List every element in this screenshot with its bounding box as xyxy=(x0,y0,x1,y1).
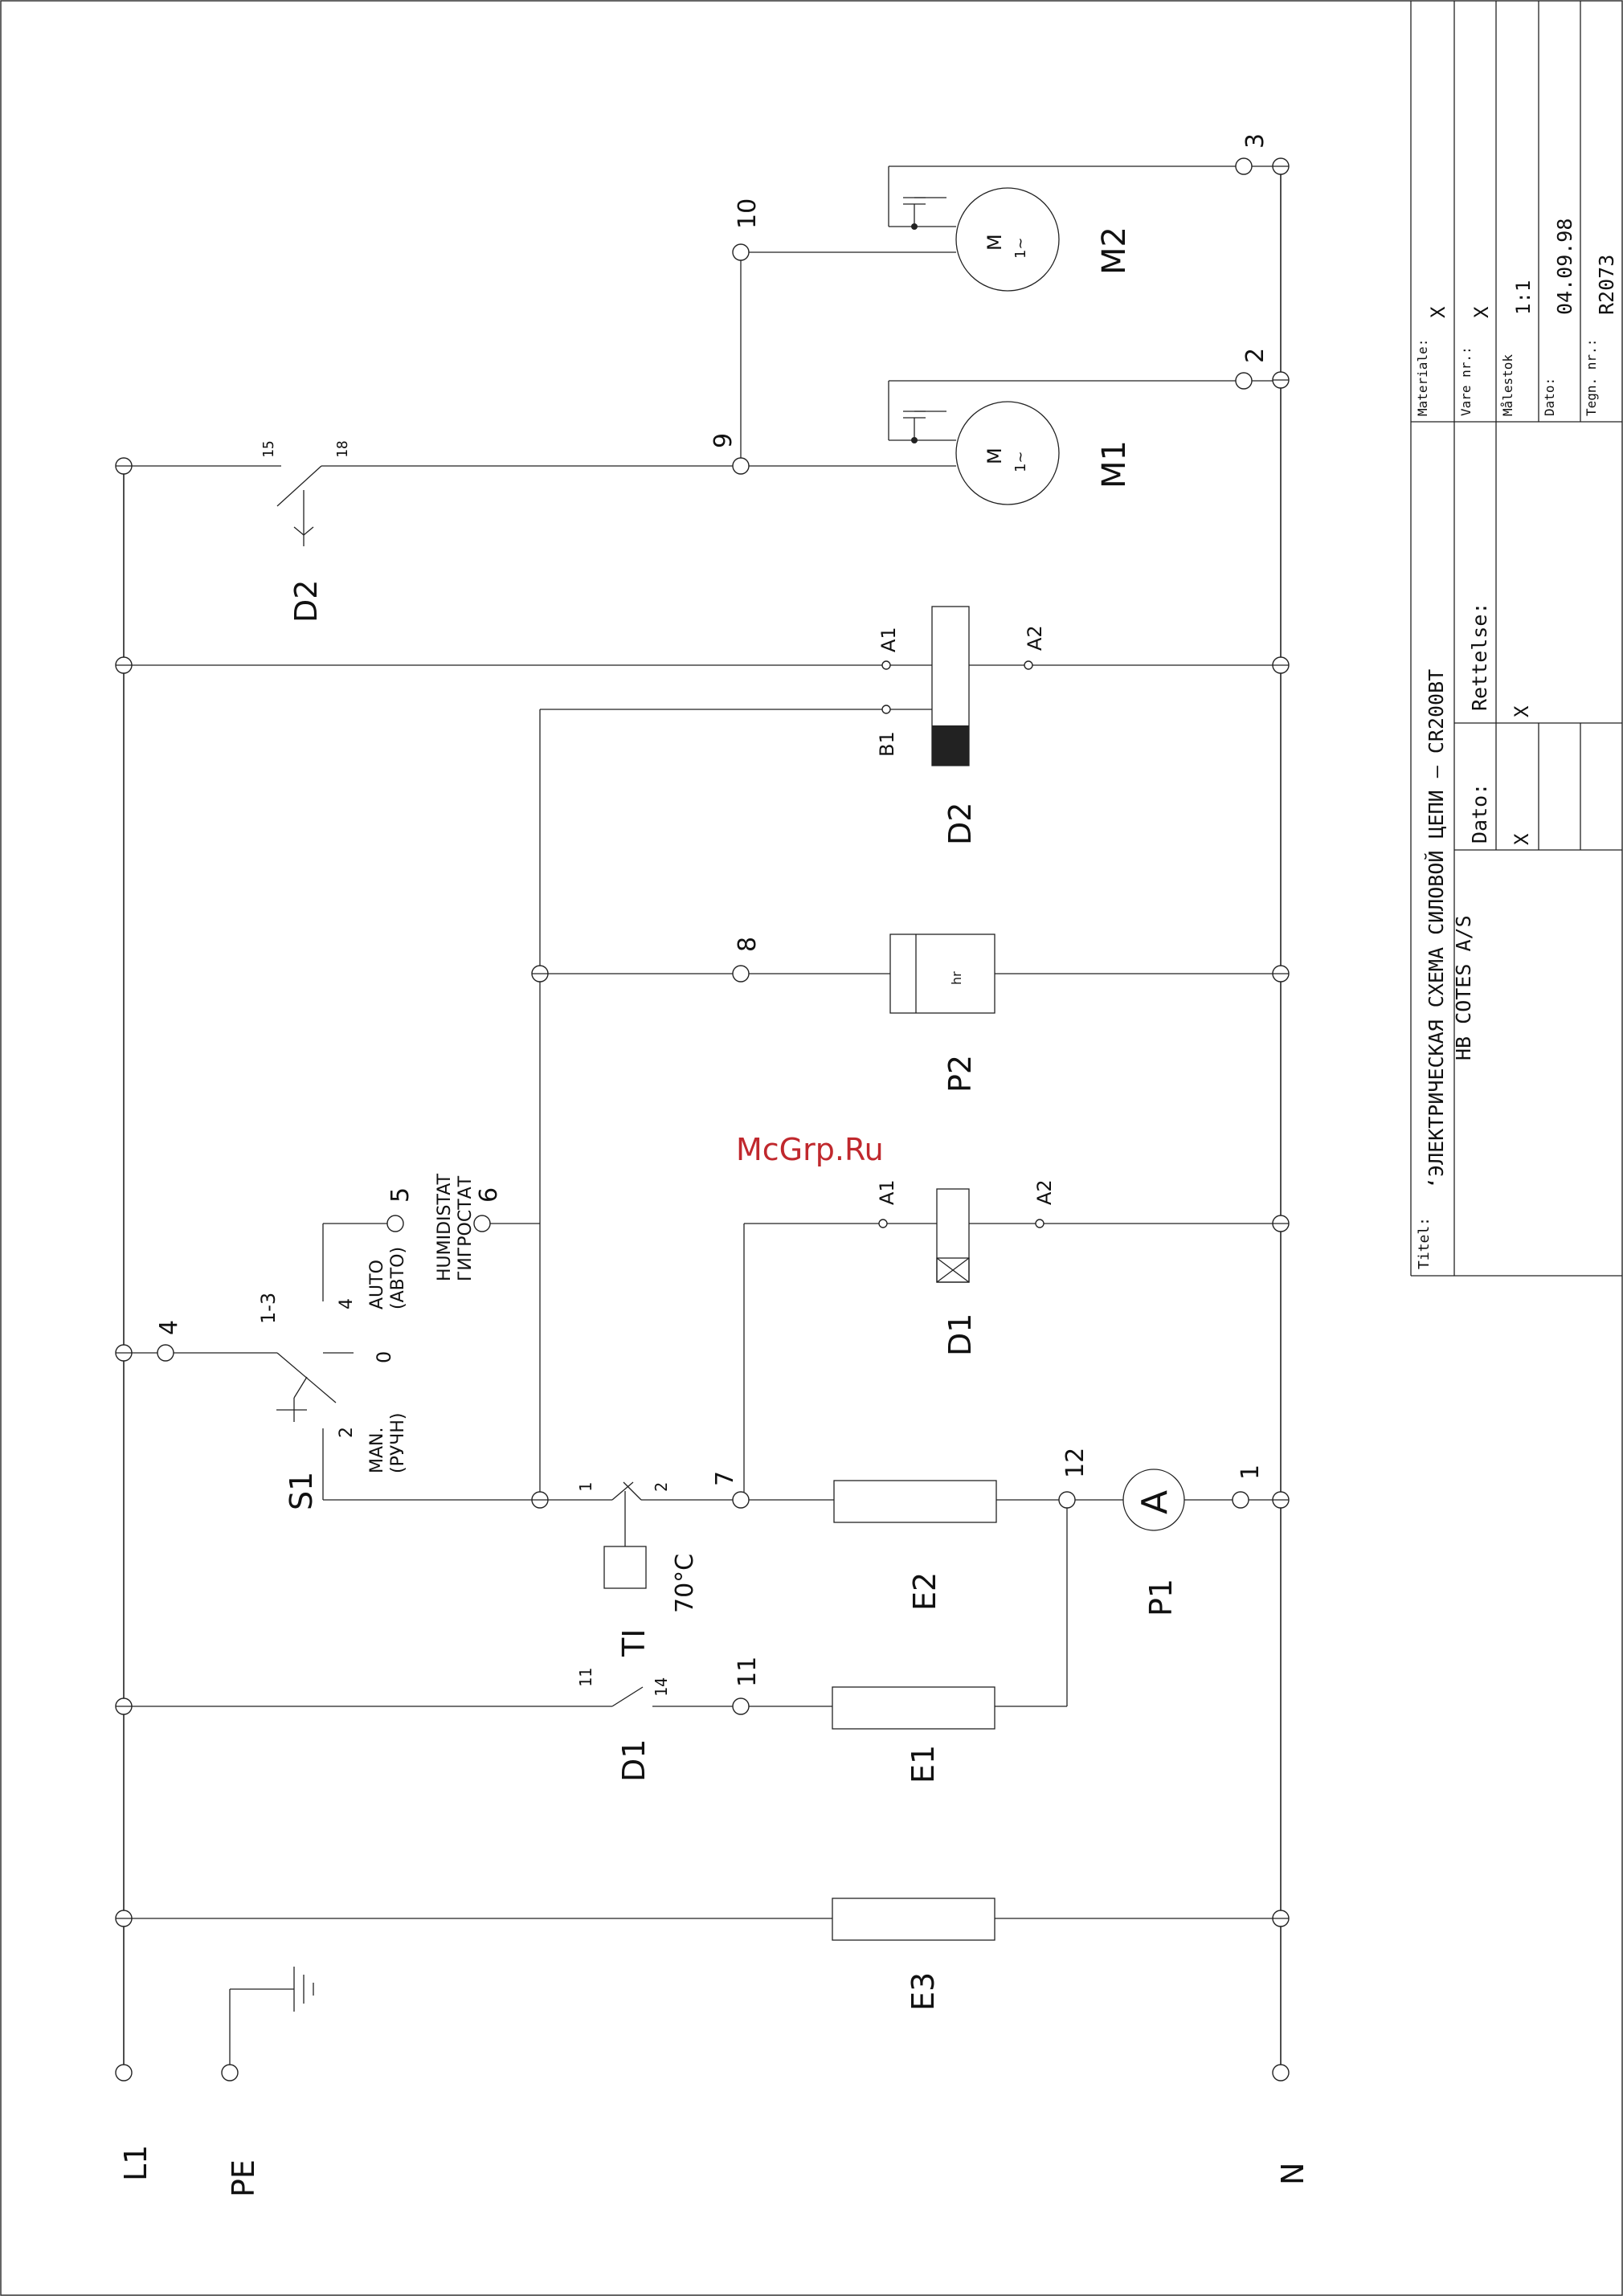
motor-m2-symbol: M xyxy=(983,234,1006,251)
rettelse-value: X xyxy=(1511,705,1533,717)
heater-e2-branch xyxy=(749,1480,1123,1523)
terminal-2-label: 2 xyxy=(1241,348,1269,363)
terminal-5-label: 5 xyxy=(386,1187,415,1203)
rail-n xyxy=(1272,166,1290,2082)
s1-pos-auto-en: AUTO xyxy=(367,1260,387,1309)
malestok-label: Målestok xyxy=(1500,354,1515,416)
humidistat-label-en: HUMIDISTAT xyxy=(435,1173,455,1281)
label-pe: PE xyxy=(226,2159,261,2197)
rettelse-label: Rettelse: xyxy=(1468,603,1491,711)
p1-name: P1 xyxy=(1143,1579,1179,1616)
watermark: McGrp.Ru xyxy=(736,1132,884,1167)
humidistat-label-ru: ГИГРОСТАТ xyxy=(456,1175,476,1281)
d1-contact-out-label: 14 xyxy=(652,1677,671,1697)
rail-l1 xyxy=(115,466,133,2082)
relay-d1-coil xyxy=(743,1188,1273,1492)
motor-m2-name: M2 xyxy=(1096,227,1133,275)
humidistat xyxy=(473,1215,540,1232)
terminal-6-label: 6 xyxy=(475,1187,503,1203)
d2-contact-out-label: 18 xyxy=(334,440,351,458)
motor-m1-symbol: M xyxy=(983,447,1006,464)
motor-m1 xyxy=(888,372,1273,505)
ammeter-p1 xyxy=(1122,1469,1273,1531)
heater-e3-branch xyxy=(132,1898,1273,1941)
d2-coil-name: D2 xyxy=(942,803,978,845)
drawing-title: ‘ЭЛЕКТРИЧЕСКАЯ СХЕМА СИЛОВОЙ ЦЕПИ – CR20… xyxy=(1425,669,1448,1189)
d2-contact-name: D2 xyxy=(288,580,324,623)
motor-wiring xyxy=(732,243,956,467)
p1-symbol: A xyxy=(1134,1490,1175,1514)
s1-pos-man-ru: (РУЧН) xyxy=(388,1413,408,1473)
e3-name: E3 xyxy=(906,1972,941,2011)
tegn-value: R2073 xyxy=(1595,255,1618,315)
company-name: HB COTES A/S xyxy=(1452,915,1475,1060)
ti-name: TI xyxy=(616,1629,652,1657)
l1-junctions xyxy=(115,457,133,1927)
switch-s1 xyxy=(132,1215,532,1501)
d1-coil-a1-label: A1 xyxy=(876,1179,898,1205)
ti-setpoint: 70°C xyxy=(671,1554,699,1613)
ti-contact-in-label: 1 xyxy=(576,1482,595,1492)
d2-contact xyxy=(132,457,750,546)
motor-m2-phase: 1~ xyxy=(1012,237,1029,259)
tegn-label: Tegn. nr.: xyxy=(1584,339,1599,416)
s1-pos-auto-num: 4 xyxy=(337,1298,357,1309)
dato2-label: Dato: xyxy=(1542,378,1557,416)
s1-name: S1 xyxy=(284,1472,319,1510)
title-block xyxy=(1410,1,1622,1277)
motor-m1-phase: 1~ xyxy=(1012,451,1029,472)
heater-e1-branch xyxy=(132,1508,1068,1730)
dato-label: Dato: xyxy=(1468,783,1491,844)
d2-coil-a2-label: A2 xyxy=(1024,625,1046,651)
terminal-3-label: 3 xyxy=(1241,133,1269,149)
label-n: N xyxy=(1275,2163,1310,2185)
e2-name: E2 xyxy=(907,1572,942,1611)
d1-coil-name: D1 xyxy=(942,1313,978,1356)
terminal-8-label: 8 xyxy=(734,937,762,952)
malestok-value: 1:1 xyxy=(1512,280,1535,315)
title-label: Titel: xyxy=(1416,1217,1433,1269)
d1-contact-name: D1 xyxy=(616,1739,652,1782)
label-l1: L1 xyxy=(118,2145,153,2181)
terminal-1-label: 1 xyxy=(1237,1465,1265,1480)
d2-contact-in-label: 15 xyxy=(260,440,277,458)
d2-coil-b1-label: B1 xyxy=(876,731,898,757)
materiale-label: Materiale: xyxy=(1415,339,1430,416)
terminal-7-label: 7 xyxy=(711,1471,739,1486)
s1-pos-man-en: MAN. xyxy=(367,1428,387,1473)
d2-coil-a1-label: A1 xyxy=(877,627,900,652)
auto-bus xyxy=(531,709,890,1493)
terminal-10-label: 10 xyxy=(734,198,762,229)
s1-pos-off: 0 xyxy=(373,1351,395,1363)
vare-value: X xyxy=(1470,306,1493,318)
ti-contact-out-label: 2 xyxy=(652,1482,671,1492)
dato2-value: 04.09.98 xyxy=(1553,219,1576,315)
terminal-9-label: 9 xyxy=(709,433,738,448)
d1-coil-a2-label: A2 xyxy=(1033,1179,1056,1205)
vare-label: Vare nr.: xyxy=(1458,346,1474,416)
motor-m2 xyxy=(888,157,1273,292)
terminal-11-label: 11 xyxy=(734,1657,762,1687)
e1-name: E1 xyxy=(906,1745,941,1783)
p2-symbol: hr xyxy=(949,971,964,985)
s1-pos-auto-ru: (АВТО) xyxy=(388,1247,408,1309)
s1-contacts-label: 1-3 xyxy=(257,1293,280,1324)
s1-pos-man-num: 2 xyxy=(337,1427,357,1438)
relay-d2-coil xyxy=(132,606,1273,766)
materiale-value: X xyxy=(1427,306,1449,318)
thermostat-ti xyxy=(531,1481,750,1589)
terminal-4-label: 4 xyxy=(155,1320,183,1335)
p2-name: P2 xyxy=(942,1055,978,1093)
d1-contact-in-label: 11 xyxy=(576,1668,595,1687)
dato-value: X xyxy=(1511,833,1533,845)
meter-p2 xyxy=(889,934,1273,1014)
n-junctions xyxy=(1272,157,1290,1927)
motor-m1-name: M1 xyxy=(1096,440,1133,488)
terminal-12-label: 12 xyxy=(1061,1448,1089,1478)
rail-pe xyxy=(221,1967,314,2082)
